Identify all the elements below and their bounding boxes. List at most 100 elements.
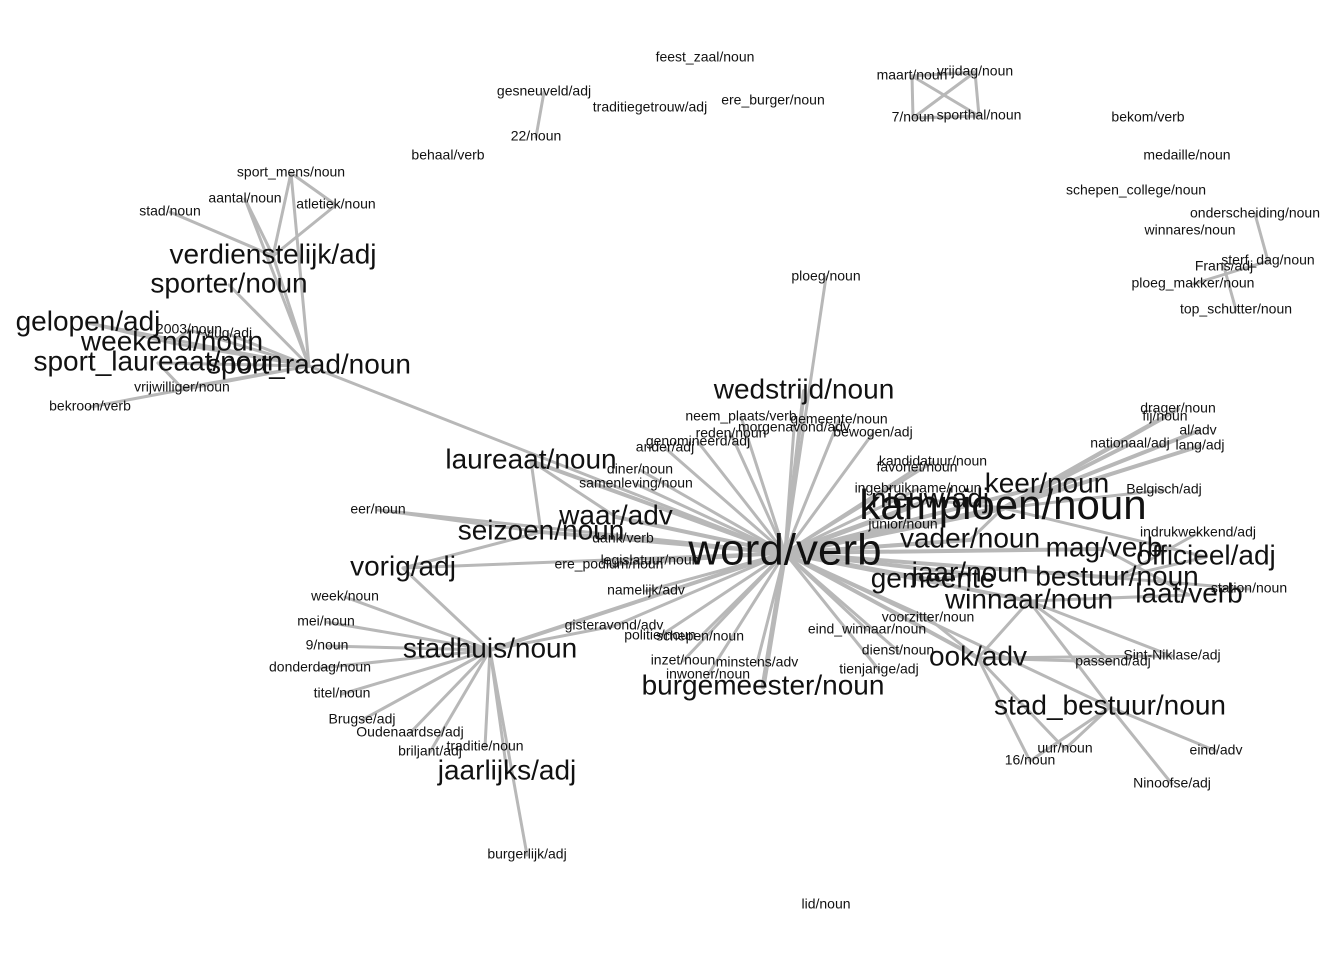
edge-stadhuis-donderdag: [318, 648, 492, 670]
edge-layer: [86, 70, 1270, 857]
edge-word-mag: [783, 547, 1106, 555]
edge-stadhuis-brugse: [360, 648, 492, 722]
node-label-top-schutter: top_schutter/noun: [1180, 301, 1292, 317]
edge-ook-sint_niklase: [976, 654, 1174, 660]
edge-word-junior: [783, 523, 905, 555]
node-label-passend: passend/adj: [1075, 653, 1151, 669]
edge-word-ander: [663, 446, 787, 555]
edge-kampioen-vader: [968, 506, 1005, 542]
node-label-bewogen: bewogen/adj: [833, 424, 912, 440]
edge-word-burgemeester: [760, 550, 788, 690]
node-label-n16: 16/noun: [1005, 752, 1056, 768]
edge-weekend-n2003: [170, 328, 191, 345]
node-label-sport-laureaat: sport_laureaat/noun: [33, 345, 282, 376]
node-label-bekom: bekom/verb: [1111, 109, 1184, 125]
edge-bestuur-indrukwekkend: [1115, 531, 1200, 580]
edge-kampioen-belgisch: [1001, 488, 1166, 510]
edge-frans-top_schutter: [1222, 265, 1238, 312]
edge-maart-sporthal: [910, 74, 981, 118]
edge-winnaar-ook: [976, 599, 1031, 660]
node-label-sport-mens: sport_mens/noun: [237, 164, 345, 180]
node-label-mag: mag/verb: [1046, 531, 1163, 562]
node-label-neem-plaats: neem_plaats/verb: [685, 408, 797, 424]
edge-word-ook: [783, 551, 980, 660]
node-label-inwoner: inwoner/noun: [666, 666, 750, 682]
node-label-seizoen: seizoen/noun: [458, 514, 625, 545]
edge-bestuur-station: [1115, 576, 1251, 591]
node-label-gisteravond: gisteravond/adv: [565, 617, 664, 633]
edge-stadhuis-n9: [325, 644, 492, 652]
node-label-feest-zaal: feest_zaal/noun: [656, 49, 755, 65]
node-label-voorzitter: voorzitter/noun: [882, 609, 975, 625]
node-label-wedstrijd: wedstrijd/noun: [713, 373, 895, 404]
edge-weekend-gelopen: [86, 321, 174, 345]
edge-word-ingebruikname: [783, 487, 920, 555]
edge-ook-voorzitter: [926, 616, 980, 660]
edge-sterf_dag-onderscheiding: [1253, 212, 1270, 263]
edge-kampioen-al: [1001, 429, 1200, 510]
edge-word-morgenavond: [783, 426, 796, 555]
node-label-drager: drager/noun: [1140, 400, 1216, 416]
node-label-oudenaardse: Oudenaardse/adj: [356, 724, 463, 740]
node-label-sterf-dag: sterf_dag/noun: [1221, 252, 1314, 268]
node-label-eer: eer/noun: [350, 501, 405, 517]
edge-word-bewogen: [783, 431, 875, 555]
node-label-vrijdag: vrijdag/noun: [937, 63, 1013, 79]
edge-vrijdag-sporthal: [973, 70, 981, 118]
edge-winnaar-sint_niklase: [1027, 599, 1174, 658]
edge-sport_raad-n2003: [187, 328, 311, 368]
node-label-layer: word/verbkampioen/nounburgemeester/nouns…: [16, 49, 1320, 912]
edge-stadhuis-week: [343, 595, 492, 652]
edge-word-bestuur: [783, 551, 1119, 580]
edge-sport_raad-gelopen: [86, 321, 311, 368]
edge-stadhuis-vorig: [401, 566, 492, 652]
edge-word-winnaar: [783, 551, 1031, 603]
node-label-ingebruikname: ingebruikname/noun: [855, 480, 982, 496]
node-label-atletiek: atletiek/noun: [296, 196, 375, 212]
node-label-aantal: aantal/noun: [208, 190, 281, 206]
node-label-ploeg: ploeg/noun: [791, 268, 860, 284]
node-label-maart: maart/noun: [877, 67, 948, 83]
edge-mag-laat: [1102, 547, 1191, 597]
node-label-tienjarige: tienjarige/adj: [839, 661, 918, 677]
node-label-burgerlijk: burgerlijk/adj: [487, 846, 566, 862]
node-label-ere-podium: ere_podium/noun: [555, 556, 664, 572]
edge-seizoen-vorig: [401, 530, 543, 570]
node-label-laat: laat/verb: [1135, 577, 1242, 608]
edge-stad_bestuur-eind: [1108, 705, 1218, 753]
edge-word-nieuw: [782, 497, 933, 556]
node-label-morgenavond: morgenavond/adv: [738, 419, 850, 435]
edge-stad_bestuur-uur: [1063, 705, 1112, 751]
edge-word-dienst: [783, 551, 900, 653]
edge-word-namelijk: [644, 551, 787, 593]
node-label-word: word/verb: [687, 526, 881, 575]
node-label-waar: waar/adv: [558, 499, 673, 530]
node-label-ander: ander/adj: [636, 439, 694, 455]
node-label-stad-bestuur: stad_bestuur/noun: [994, 689, 1226, 720]
edge-ook-uur: [976, 656, 1067, 751]
edge-verdienstelijk-stad: [168, 210, 275, 258]
edge-word-minstens: [755, 551, 787, 665]
edge-sport_mens-atletiek: [289, 171, 338, 207]
node-label-lid: lid/noun: [801, 896, 850, 912]
node-label-vrijwilliger: vrijwilliger/noun: [134, 379, 230, 395]
node-label-frans: Frans/adj: [1195, 258, 1253, 274]
edge-kampioen-nieuw: [928, 498, 1005, 510]
edge-stadhuis-briljant: [428, 648, 492, 754]
edge-sport_laureaat-vrijwilliger: [156, 361, 184, 390]
node-label-ook: ook/adv: [929, 640, 1027, 671]
node-label-donderdag: donderdag/noun: [269, 659, 371, 675]
edge-sport_raad-sporter: [227, 283, 311, 368]
node-label-verdienstelijk: verdienstelijk/adj: [170, 238, 377, 269]
node-label-traditie: traditie/noun: [446, 738, 523, 754]
edge-word-sport_raad: [307, 364, 787, 555]
edge-maart-vrijdag: [910, 70, 977, 78]
node-label-gemeente: gemeente: [871, 562, 996, 593]
node-label-n2003: 2003/noun: [156, 321, 222, 337]
edge-word-favoriet: [783, 466, 919, 555]
node-label-legislatuur: legislatuur/noun: [601, 552, 700, 568]
edge-kampioen-keer: [1001, 483, 1049, 510]
node-label-titel: titel/noun: [314, 685, 371, 701]
node-label-stadhuis: stadhuis/noun: [403, 632, 577, 663]
